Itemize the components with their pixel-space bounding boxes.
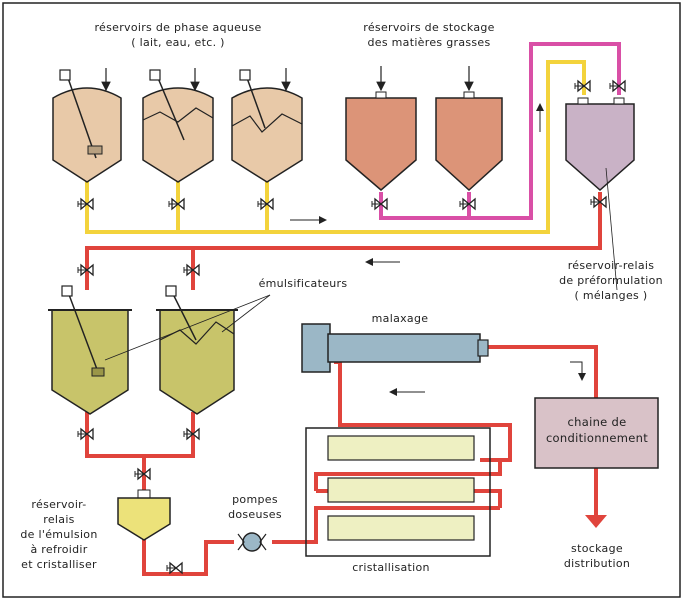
- emulsifiers-label: émulsificateurs: [248, 276, 358, 291]
- malaxage-label: malaxage: [360, 311, 440, 326]
- fat-label-line2: des matières grasses: [367, 36, 491, 49]
- fat-tanks-label: réservoirs de stockage des matières gras…: [344, 20, 514, 50]
- crystallisation-label: cristallisation: [336, 560, 446, 575]
- aqueous-pipe: [85, 60, 586, 234]
- pumps-label-line1: pompes: [232, 493, 278, 506]
- fat-tank-1: [345, 66, 417, 191]
- fat-pipe: [379, 42, 621, 220]
- cryst-tube-3: [327, 515, 475, 541]
- malaxeur: [301, 323, 489, 373]
- chain-label: chaine de conditionnement: [540, 414, 654, 446]
- aqueous-label-line2: ( lait, eau, etc. ): [131, 36, 225, 49]
- emulsion-pipe: [85, 192, 602, 576]
- relay-label-line2: de préformulation: [559, 274, 663, 287]
- pumps-label-line2: doseuses: [228, 508, 282, 521]
- aqueous-tank-2: [142, 68, 214, 183]
- stock-label-line2: distribution: [563, 557, 631, 570]
- stockage-label: stockage distribution: [552, 541, 642, 571]
- emulsifier-tank-1: [48, 285, 132, 415]
- chain-box: [534, 397, 659, 469]
- cool-label-line1: réservoir-: [31, 498, 87, 511]
- emuls-label-text: émulsificateurs: [258, 277, 348, 290]
- stock-label-line1: stockage: [571, 542, 623, 555]
- relay-pointer-line: [605, 167, 618, 291]
- cryst-tube-2: [327, 477, 475, 503]
- fat-label-line1: réservoirs de stockage: [363, 21, 495, 34]
- stockage-arrow-icon: [585, 515, 607, 528]
- cool-label-line2: relais: [43, 513, 75, 526]
- fat-tank-2: [435, 66, 503, 192]
- aqueous-tank-3: [231, 68, 303, 183]
- cool-label-line5: et cristalliser: [21, 558, 97, 571]
- chain-label-line2: conditionnement: [545, 431, 649, 445]
- metering-pump: [237, 532, 267, 552]
- cooling-tank: [117, 489, 171, 541]
- cryst-tube-1: [327, 435, 475, 461]
- aqueous-label-line1: réservoirs de phase aqueuse: [94, 21, 262, 34]
- aqueous-tanks-label: réservoirs de phase aqueuse ( lait, eau,…: [78, 20, 278, 50]
- relay-label-line1: réservoir-relais: [567, 259, 655, 272]
- chain-label-line1: chaine de: [567, 415, 627, 429]
- cool-label-line3: de l'émulsion: [20, 528, 98, 541]
- pumps-label: pompes doseuses: [222, 492, 288, 522]
- cryst-label-text: cristallisation: [352, 561, 430, 574]
- relay-tank-label: réservoir-relais de préformulation ( mél…: [552, 258, 670, 303]
- relay-label-line3: ( mélanges ): [574, 289, 648, 302]
- aqueous-tank-1: [52, 68, 122, 183]
- flow-arrow-down-icon: [570, 361, 586, 381]
- emulsifier-tank-2: [156, 285, 238, 415]
- cooling-tank-label: réservoir- relais de l'émulsion à refroi…: [10, 497, 108, 572]
- emuls-pointer-1: [104, 294, 271, 361]
- crystallisation-unit: [305, 427, 491, 557]
- preformulation-tank: [565, 97, 635, 192]
- malaxage-label-text: malaxage: [371, 312, 429, 325]
- emuls-pointer-2: [221, 294, 271, 333]
- cool-label-line4: à refroidir: [30, 543, 88, 556]
